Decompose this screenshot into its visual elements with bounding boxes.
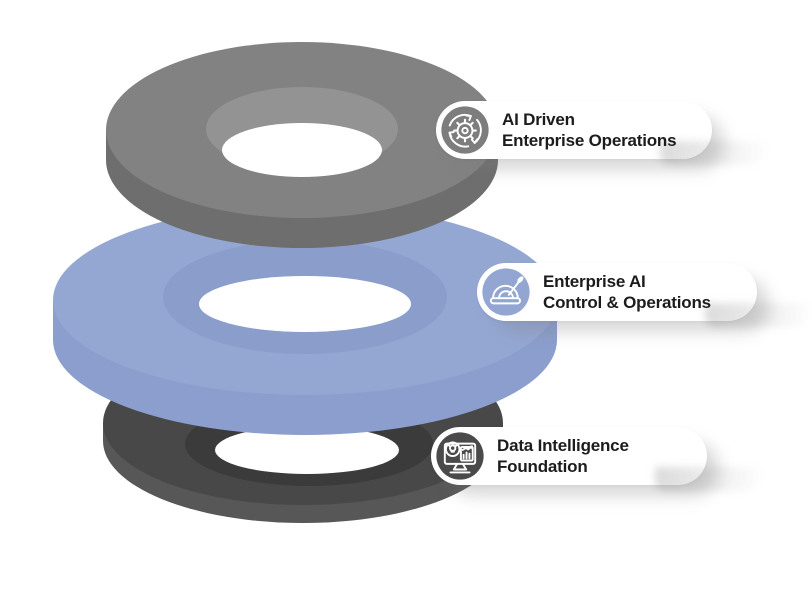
ring-middle-enterprise-ai — [53, 205, 557, 435]
data-monitor-glyph — [443, 441, 477, 474]
ring-top-hole — [222, 123, 382, 177]
label-line2: Control & Operations — [543, 293, 711, 312]
label-line2: Enterprise Operations — [502, 131, 677, 150]
control-lever-icon — [479, 265, 533, 319]
ring-middle-hole — [199, 276, 411, 332]
label-line1: Enterprise AI — [543, 272, 646, 291]
gear-cycle-glyph — [447, 113, 488, 153]
label-pill-data-intelligence: Data Intelligence Foundation — [431, 427, 707, 485]
label-text-enterprise-ai: Enterprise AI Control & Operations — [543, 271, 711, 313]
label-pill-enterprise-ai: Enterprise AI Control & Operations — [477, 263, 757, 321]
label-line1: AI Driven — [502, 110, 575, 129]
gear-cycle-icon — [438, 103, 492, 157]
label-pill-ai-driven: AI Driven Enterprise Operations — [436, 101, 712, 159]
label-line2: Foundation — [497, 457, 588, 476]
label-text-ai-driven: AI Driven Enterprise Operations — [502, 109, 677, 151]
control-lever-glyph — [489, 276, 524, 305]
data-monitor-icon — [433, 429, 487, 483]
label-line1: Data Intelligence — [497, 436, 629, 455]
ring-top-ai-driven — [106, 42, 498, 248]
ring-bottom-hole — [215, 426, 399, 474]
label-text-data-intelligence: Data Intelligence Foundation — [497, 435, 629, 477]
